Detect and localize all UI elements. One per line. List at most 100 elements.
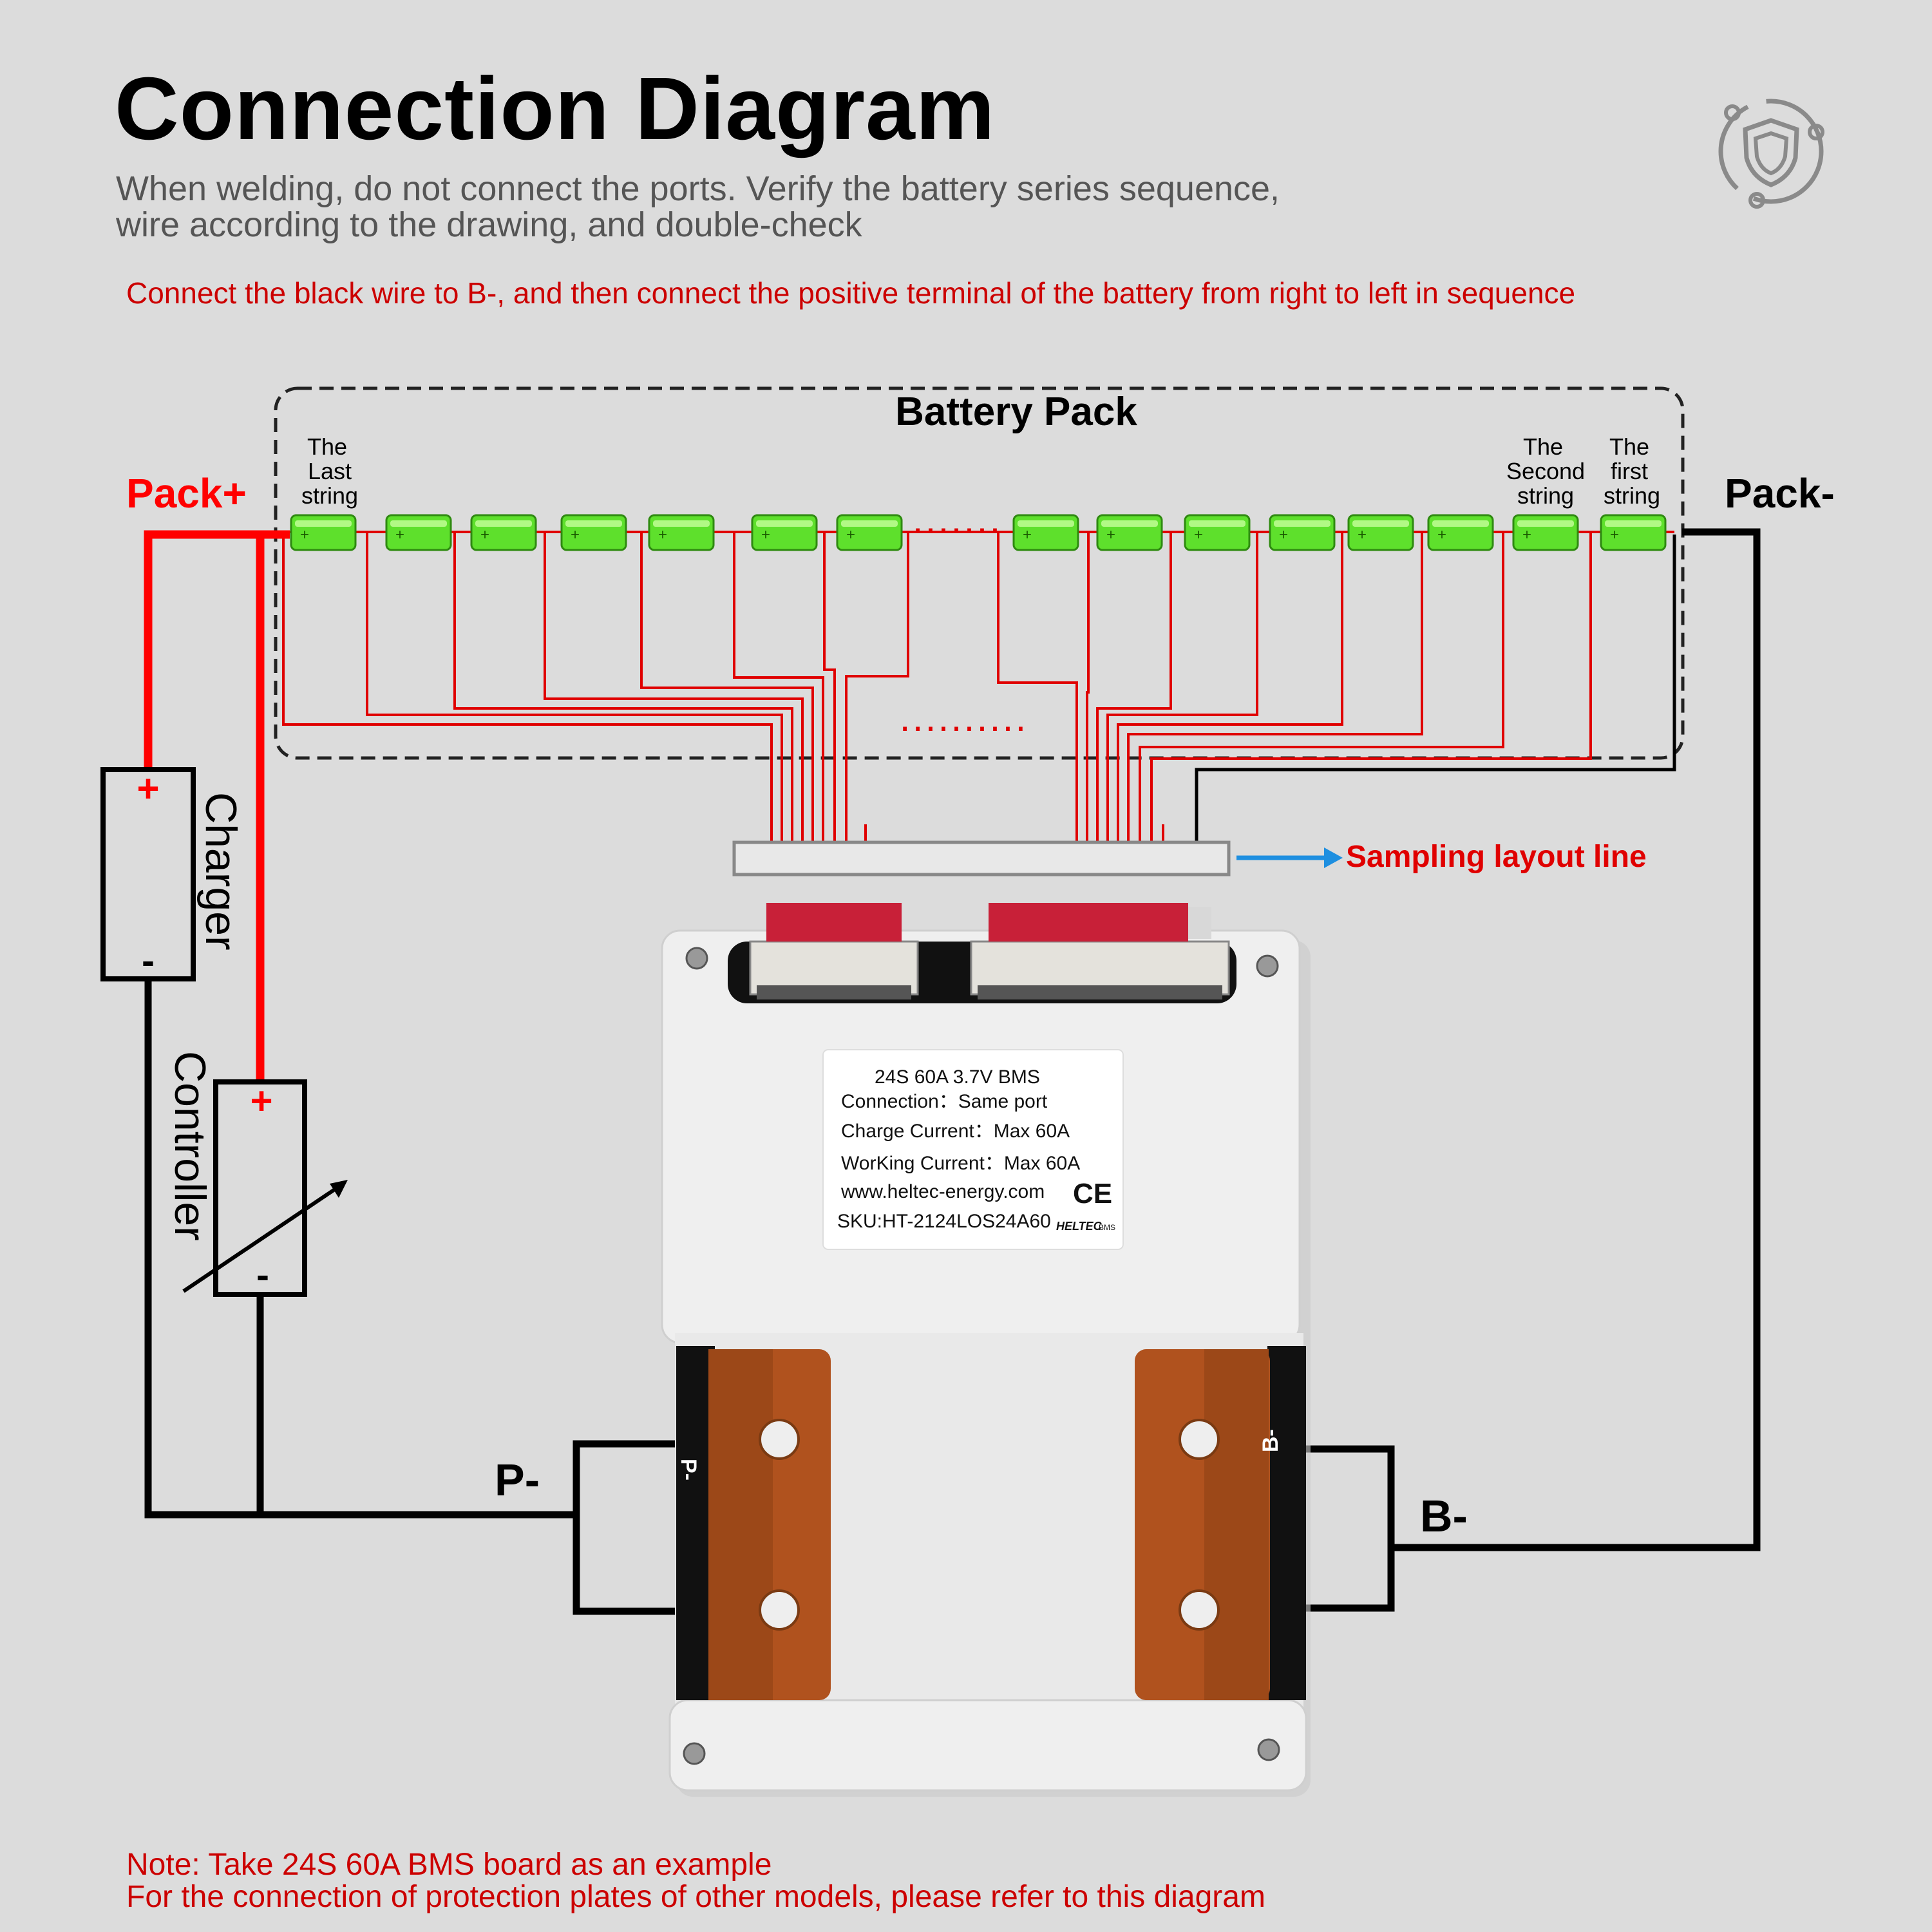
cell-plus-sign: + bbox=[658, 526, 667, 544]
sense-wire bbox=[1150, 533, 1592, 858]
first-string-label-3: string bbox=[1604, 482, 1660, 509]
controller-label: Controller bbox=[166, 1051, 214, 1241]
subtitle-line-1: When welding, do not connect the ports. … bbox=[116, 169, 1280, 208]
pad-left-label: P- bbox=[676, 1459, 701, 1481]
bms-label-line1: 24S 60A 3.7V BMS bbox=[875, 1066, 1040, 1088]
battery-cell: + bbox=[751, 514, 818, 551]
cell-plus-sign: + bbox=[1522, 526, 1531, 544]
charger-box bbox=[100, 767, 196, 981]
sense-wire bbox=[823, 533, 836, 858]
pad-right-label: B- bbox=[1258, 1429, 1283, 1452]
p-minus-label: P- bbox=[495, 1455, 540, 1505]
pack-minus-wire bbox=[1394, 528, 1761, 1551]
battery-cell: + bbox=[385, 514, 452, 551]
controller-box bbox=[213, 1079, 307, 1297]
connector-left bbox=[749, 903, 919, 999]
charger-label: Charger bbox=[196, 792, 245, 951]
variable-arrow-icon bbox=[330, 1180, 348, 1198]
battery-cell: + bbox=[836, 514, 903, 551]
battery-cells: + + + + + + + + + + + + + + + bbox=[290, 514, 1667, 551]
subtitle-line-2: wire according to the drawing, and doubl… bbox=[116, 205, 862, 244]
sense-wire bbox=[640, 533, 814, 858]
b-minus-label: B- bbox=[1420, 1491, 1468, 1541]
last-string-label-3: string bbox=[301, 482, 358, 509]
shield-orbit-icon bbox=[1718, 99, 1824, 209]
bms-label-line3: Charge Current：Max 60A bbox=[841, 1121, 1070, 1142]
battery-cell: + bbox=[1427, 514, 1494, 551]
brand-logo: HELTEC bbox=[1056, 1220, 1103, 1233]
battery-cell: + bbox=[1096, 514, 1163, 551]
cell-plus-sign: + bbox=[1358, 526, 1367, 544]
cell-plus-sign: + bbox=[1194, 526, 1203, 544]
sense-wire bbox=[997, 533, 1078, 858]
battery-cell: + bbox=[290, 514, 357, 551]
sense-wire bbox=[1096, 533, 1172, 858]
pack-plus-wire-charger bbox=[144, 530, 290, 770]
bms-label-line5: www.heltec-energy.com bbox=[840, 1181, 1045, 1202]
battery-cell: + bbox=[1184, 514, 1251, 551]
brand-suffix: BMS bbox=[1099, 1223, 1115, 1232]
bms-board: 24S 60A 3.7V BMS Connection：Same port Ch… bbox=[661, 903, 1311, 1797]
sense-wire bbox=[366, 533, 783, 858]
cell-plus-sign: + bbox=[1106, 526, 1115, 544]
sense-wire bbox=[733, 533, 824, 858]
battery-cell: + bbox=[470, 514, 537, 551]
charger-plus: + bbox=[137, 767, 159, 810]
page-title: Connection Diagram bbox=[115, 59, 996, 158]
battery-cell: + bbox=[560, 514, 627, 551]
first-string-label-2: first bbox=[1611, 458, 1648, 484]
cell-plus-sign: + bbox=[1279, 526, 1288, 544]
cell-plus-sign: + bbox=[571, 526, 580, 544]
sense-wire bbox=[845, 533, 909, 858]
controller-minus: - bbox=[256, 1253, 269, 1296]
battery-cell: + bbox=[1600, 514, 1667, 551]
battery-cell: + bbox=[1269, 514, 1336, 551]
bms-label-line6: SKU:HT-2124LOS24A60 bbox=[837, 1211, 1051, 1232]
cells-ellipsis: ······· bbox=[911, 506, 1001, 549]
pack-plus-label: Pack+ bbox=[126, 470, 247, 516]
pack-minus-label: Pack- bbox=[1725, 470, 1835, 516]
cell-plus-sign: + bbox=[1610, 526, 1619, 544]
second-string-label-2: Second bbox=[1506, 458, 1585, 484]
ce-mark: CE bbox=[1073, 1178, 1112, 1209]
connector-right bbox=[970, 903, 1230, 999]
bms-label-line2: Connection：Same port bbox=[841, 1091, 1048, 1112]
last-string-label-2: Last bbox=[308, 458, 352, 484]
cell-plus-sign: + bbox=[395, 526, 404, 544]
cell-plus-sign: + bbox=[846, 526, 855, 544]
battery-cell: + bbox=[1347, 514, 1414, 551]
cell-plus-sign: + bbox=[1437, 526, 1446, 544]
controller-plus: + bbox=[250, 1079, 272, 1122]
note-line-2: For the connection of protection plates … bbox=[126, 1880, 1265, 1914]
cell-plus-sign: + bbox=[480, 526, 489, 544]
controller-variable-arrow bbox=[182, 1183, 343, 1293]
bminus-sense-wire bbox=[1195, 535, 1676, 858]
sampling-label: Sampling layout line bbox=[1346, 840, 1647, 874]
sense-wire bbox=[1127, 533, 1423, 858]
sense-wires bbox=[282, 533, 1592, 858]
last-string-label-1: The bbox=[307, 433, 347, 460]
sense-wire bbox=[1117, 533, 1343, 858]
bms-label-line4: WorKing Current：Max 60A bbox=[841, 1153, 1080, 1174]
first-string-label-1: The bbox=[1609, 433, 1649, 460]
cell-plus-sign: + bbox=[761, 526, 770, 544]
cell-plus-sign: + bbox=[300, 526, 309, 544]
sense-wire bbox=[282, 533, 773, 858]
battery-pack-label: Battery Pack bbox=[895, 390, 1137, 434]
charger-negative-wire bbox=[144, 979, 576, 1519]
note-line-1: Note: Take 24S 60A BMS board as an examp… bbox=[126, 1848, 772, 1882]
sense-wire bbox=[1106, 533, 1258, 858]
second-string-label-3: string bbox=[1517, 482, 1574, 509]
battery-cell: + bbox=[648, 514, 715, 551]
sense-wire bbox=[453, 533, 793, 858]
charger-minus: - bbox=[142, 939, 155, 982]
sense-wire bbox=[544, 533, 804, 858]
cell-plus-sign: + bbox=[1023, 526, 1032, 544]
wires-ellipsis: ·········· bbox=[898, 705, 1027, 748]
sense-wire bbox=[1139, 533, 1504, 858]
sampling-arrow-icon bbox=[1324, 848, 1343, 868]
battery-pack-frame bbox=[274, 386, 1685, 760]
sense-wire bbox=[1086, 533, 1090, 858]
instruction-text: Connect the black wire to B-, and then c… bbox=[126, 276, 1576, 310]
